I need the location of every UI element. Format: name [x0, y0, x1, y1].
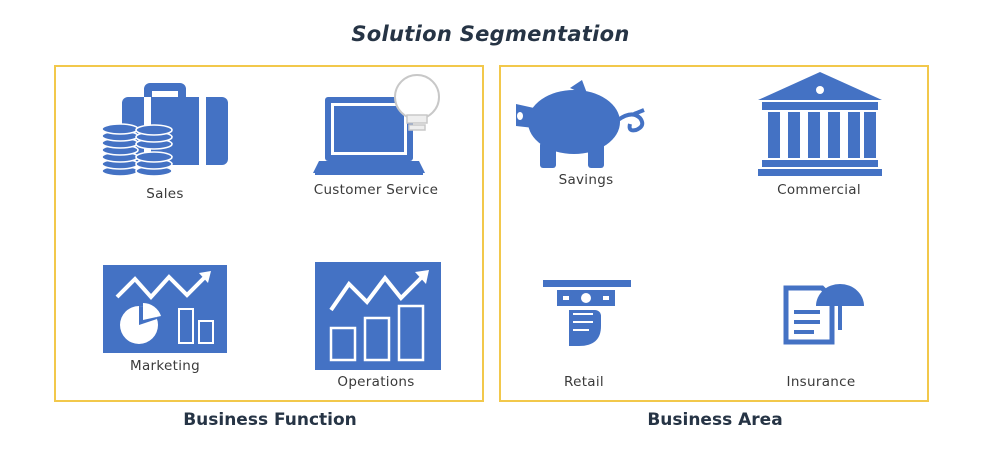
item-label-sales: Sales — [146, 186, 184, 202]
item-label-savings: Savings — [558, 172, 614, 188]
item-label-operations: Operations — [337, 374, 415, 390]
laptop-lightbulb-icon — [313, 74, 440, 175]
business-function-caption: Business Function — [183, 410, 357, 430]
insurance-umbrella-icon — [783, 284, 864, 345]
atm-cash-icon — [543, 280, 631, 346]
briefcase-coins-icon — [101, 83, 228, 177]
item-label-insurance: Insurance — [786, 374, 856, 390]
operations-chart-icon — [315, 262, 441, 370]
item-label-commercial: Commercial — [777, 182, 861, 198]
item-label-customer-service: Customer Service — [313, 182, 439, 198]
marketing-chart-icon — [103, 265, 227, 353]
diagram-title: Solution Segmentation — [351, 22, 630, 46]
business-function-panel — [54, 65, 484, 402]
business-area-panel — [499, 65, 929, 402]
business-area-caption: Business Area — [647, 410, 783, 430]
item-label-retail: Retail — [564, 374, 604, 390]
piggy-bank-icon — [516, 80, 645, 168]
bank-building-icon — [758, 72, 882, 176]
item-label-marketing: Marketing — [130, 358, 200, 374]
